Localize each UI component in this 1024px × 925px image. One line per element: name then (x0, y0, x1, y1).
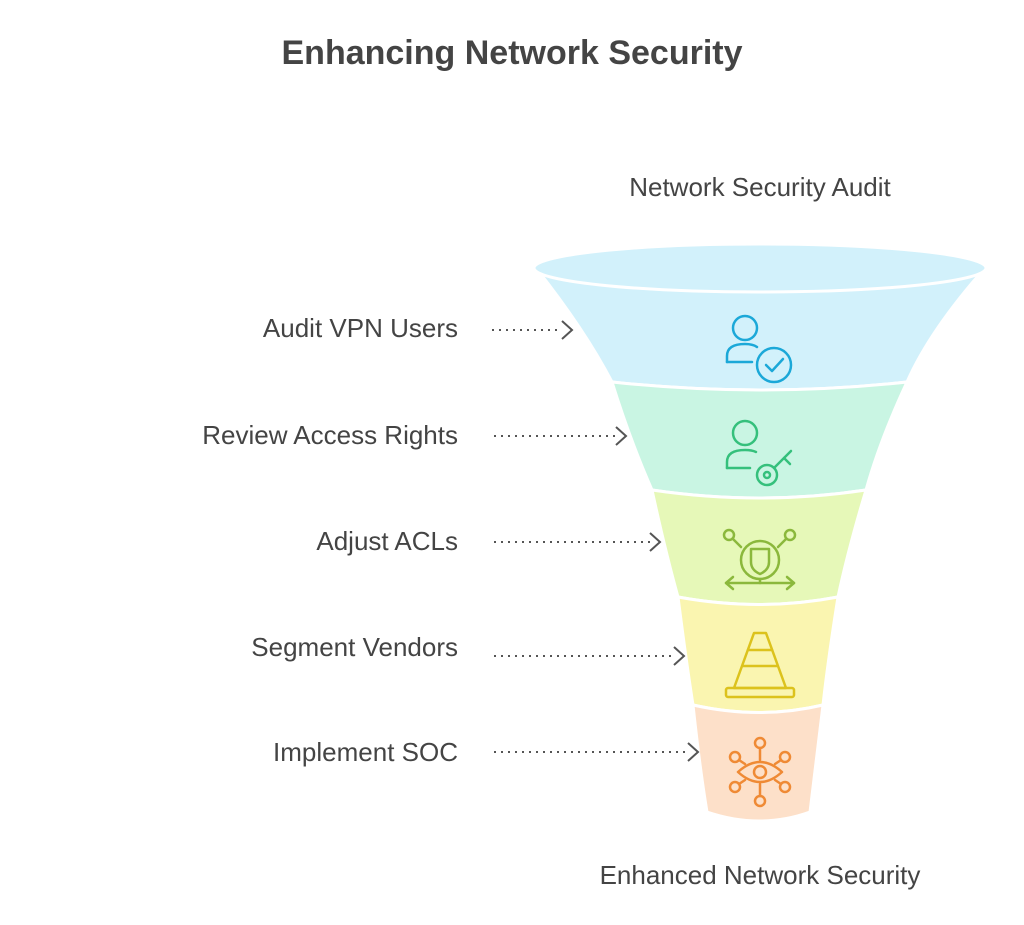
funnel-top-label: Network Security Audit (629, 172, 891, 202)
arrow-5 (494, 742, 700, 762)
eye-network-icon (728, 736, 792, 808)
arrow-3 (494, 532, 662, 552)
funnel-bottom-label: Enhanced Network Security (599, 860, 921, 890)
step-label-review-access-rights: Review Access Rights (202, 420, 458, 450)
step-label-adjust-acls: Adjust ACLs (316, 526, 458, 556)
arrow-2 (494, 426, 628, 446)
arrow-4 (494, 646, 686, 666)
user-check-icon (725, 314, 793, 384)
user-key-icon (725, 419, 793, 487)
step-label-implement-soc: Implement SOC (273, 737, 458, 767)
funnel-segment-4 (676, 595, 840, 714)
page-title: Enhancing Network Security (281, 34, 743, 72)
arrow-1 (492, 320, 574, 340)
step-label-audit-vpn-users: Audit VPN Users (262, 313, 458, 343)
shield-network-icon (722, 528, 797, 591)
funnel-segment-3 (650, 488, 869, 606)
step-label-segment-vendors: Segment Vendors (251, 632, 458, 662)
funnel-segment-1 (532, 242, 989, 392)
funnel-segment-2 (609, 380, 910, 500)
traffic-cone-icon (724, 631, 796, 699)
